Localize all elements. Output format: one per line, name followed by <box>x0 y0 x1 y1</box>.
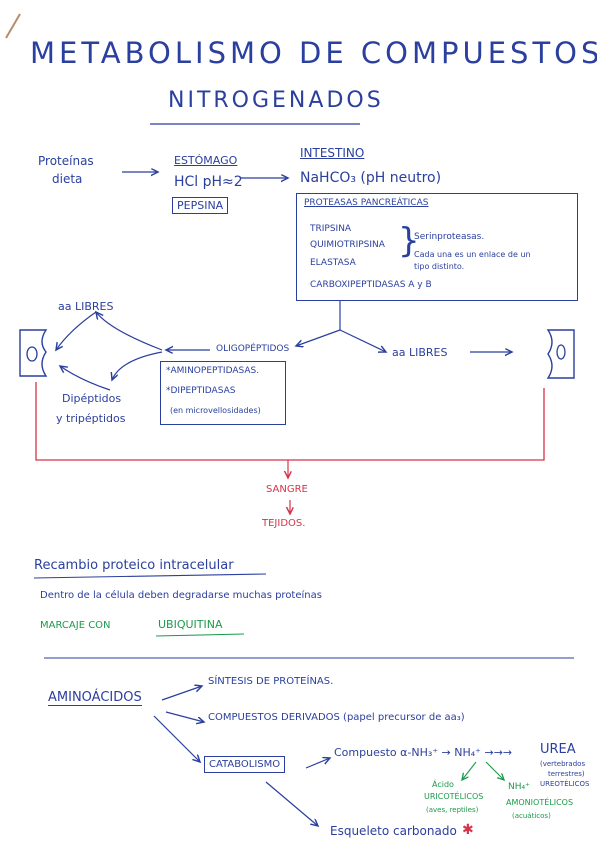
page-subtitle: NITROGENADOS <box>168 88 384 113</box>
acido-urico: Ácido <box>432 780 454 789</box>
dipeptidos: Dipéptidos <box>62 392 122 405</box>
dipeptidasas: *DIPEPTIDASAS <box>166 386 236 396</box>
tripeptidos: y tripéptidos <box>56 412 126 425</box>
aminopeptidasas: *AMINOPEPTIDASAS. <box>166 366 260 376</box>
esqueleto-carbonado: Esqueleto carbonado <box>330 824 457 838</box>
marcaje-label: MARCAJE CON <box>40 620 111 631</box>
recambio-heading: Recambio proteico intracelular <box>34 558 234 573</box>
recambio-text: Dentro de la célula deben degradarse muc… <box>40 590 322 601</box>
urea-note-2: terrestres) <box>548 770 585 778</box>
carboxypeptidases: CARBOXIPEPTIDASAS A y B <box>310 280 432 290</box>
aa-libres-left: aa LIBRES <box>58 300 114 313</box>
protease-item-3: ELASTASA <box>310 258 356 268</box>
ubiquitina-label: UBIQUITINA <box>158 618 223 631</box>
intestine-medium: NaHCO₃ (pH neutro) <box>300 170 442 186</box>
oligopeptidos: OLIGOPÉPTIDOS <box>216 344 290 354</box>
microvellosidades: (en microvellosidades) <box>170 406 261 415</box>
protease-item-1: TRIPSINA <box>310 224 352 234</box>
nh4-green: NH₄⁺ <box>508 782 530 792</box>
page-title: METABOLISMO DE COMPUESTOS <box>30 36 597 70</box>
brush-border-box <box>160 361 286 425</box>
aves-reptiles: (aves, reptiles) <box>426 806 479 814</box>
stomach-header: ESTÓMAGO <box>174 154 238 167</box>
aminoacidos-label: AMINOÁCIDOS <box>48 690 142 706</box>
protease-note-1: Serinproteasas. <box>414 232 485 242</box>
star-icon: ✱ <box>462 822 474 838</box>
urea-note-1: (vertebrados <box>540 760 586 768</box>
brace: } <box>398 221 420 261</box>
compuesto-amino: Compuesto α-NH₃⁺ → NH₄⁺ →→→ <box>334 746 513 759</box>
diet-label-1: Proteínas <box>38 154 94 168</box>
urea-label: UREA <box>540 742 576 757</box>
protease-item-2: QUIMIOTRIPSINA <box>310 240 385 250</box>
protease-box <box>296 193 578 301</box>
protease-note-2: Cada una es un enlace de un <box>414 250 531 259</box>
acuaticos: (acuáticos) <box>512 812 551 820</box>
sangre-label: SANGRE <box>266 484 308 495</box>
tejidos-label: TEJIDOS. <box>262 518 306 529</box>
diet-label-2: dieta <box>52 172 83 186</box>
compuestos-derivados: COMPUESTOS DERIVADOS (papel precursor de… <box>208 712 465 723</box>
aa-libres-right: aa LIBRES <box>392 346 448 359</box>
catabolismo-box: CATABOLISMO <box>204 756 286 773</box>
pepsina-box: PEPSINA <box>172 197 229 214</box>
stomach-acid: HCl pH≈2 <box>174 174 243 190</box>
ureotelicos: UREOTÉLICOS <box>540 780 590 788</box>
protease-note-3: tipo distinto. <box>414 262 465 271</box>
sintesis-proteinas: SÍNTESIS DE PROTEÍNAS. <box>208 676 334 687</box>
amoniotelicos: AMONIOTÉLICOS <box>506 798 574 807</box>
uricotelicos: URICOTÉLICOS <box>424 792 484 801</box>
intestine-header: INTESTINO <box>300 146 365 160</box>
protease-title: PROTEASAS PANCREÁTICAS <box>304 198 429 208</box>
